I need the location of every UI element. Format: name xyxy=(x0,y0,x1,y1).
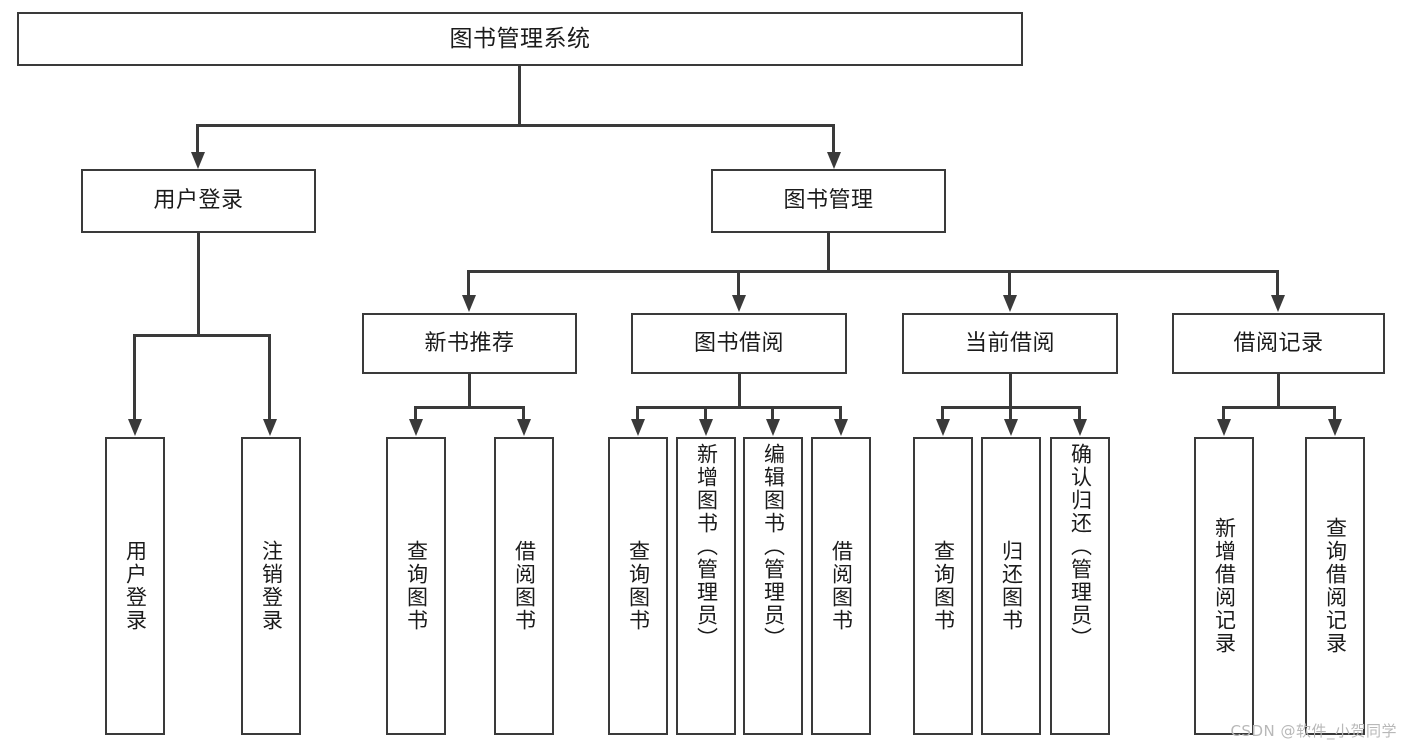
node-root-system[interactable]: 图书管理系统 xyxy=(17,12,1023,66)
node-label: 编辑图书（管理员） xyxy=(761,443,786,650)
leaf-current-return-book[interactable]: 归还图书 xyxy=(981,437,1041,735)
arrow-login-to-leaf-1 xyxy=(263,419,277,436)
connector-login-to-leaf-0 xyxy=(133,334,136,420)
node-user-login[interactable]: 用户登录 xyxy=(81,169,316,233)
node-label: 注销登录 xyxy=(259,540,284,632)
node-new-book-recommend[interactable]: 新书推荐 xyxy=(362,313,577,374)
node-label: 确认归还（管理员） xyxy=(1068,443,1093,650)
connector-root-stem xyxy=(518,66,521,126)
leaf-record-query-record[interactable]: 查询借阅记录 xyxy=(1305,437,1365,735)
node-label: 当前借阅 xyxy=(964,330,1055,356)
arrow-root-to-login xyxy=(191,152,205,169)
connector-bookmgmt-to-l3-0 xyxy=(467,270,470,296)
node-label: 新增图书（管理员） xyxy=(694,443,719,650)
connector-login-stem xyxy=(197,233,200,336)
arrow-root-to-bookmgmt xyxy=(827,152,841,169)
leaf-borrow-query-book[interactable]: 查询图书 xyxy=(608,437,668,735)
leaf-recommend-query-book[interactable]: 查询图书 xyxy=(386,437,446,735)
connector-root-to-login xyxy=(196,124,199,154)
arrow-current-to-leaf-2 xyxy=(1073,419,1087,436)
node-label: 查询图书 xyxy=(931,540,956,632)
connector-recommend-stem xyxy=(468,374,471,408)
leaf-current-confirm-return-admin[interactable]: 确认归还（管理员） xyxy=(1050,437,1110,735)
connector-record-stem xyxy=(1277,374,1280,408)
arrow-current-to-leaf-1 xyxy=(1004,419,1018,436)
leaf-current-query-book[interactable]: 查询图书 xyxy=(913,437,973,735)
leaf-user-login[interactable]: 用户登录 xyxy=(105,437,165,735)
connector-login-to-leaf-1 xyxy=(268,334,271,420)
leaf-recommend-borrow-book[interactable]: 借阅图书 xyxy=(494,437,554,735)
arrow-bookmgmt-to-l3-3 xyxy=(1271,295,1285,312)
leaf-borrow-add-book-admin[interactable]: 新增图书（管理员） xyxy=(676,437,736,735)
connector-recommend-to-leaf-0 xyxy=(414,406,417,420)
leaf-borrow-borrow-book[interactable]: 借阅图书 xyxy=(811,437,871,735)
connector-recommend-to-leaf-1 xyxy=(522,406,525,420)
connector-borrow-to-leaf-2 xyxy=(771,406,774,420)
connector-borrow-bus xyxy=(636,406,842,409)
arrow-record-to-leaf-0 xyxy=(1217,419,1231,436)
connector-bookmgmt-to-l3-1 xyxy=(737,270,740,296)
node-book-management[interactable]: 图书管理 xyxy=(711,169,946,233)
node-label: 查询图书 xyxy=(626,540,651,632)
connector-bookmgmt-to-l3-3 xyxy=(1276,270,1279,296)
connector-current-to-leaf-0 xyxy=(941,406,944,420)
arrow-bookmgmt-to-l3-1 xyxy=(732,295,746,312)
arrow-borrow-to-leaf-1 xyxy=(699,419,713,436)
connector-bookmgmt-bus xyxy=(467,270,1279,273)
connector-current-stem xyxy=(1009,374,1012,408)
connector-current-to-leaf-1 xyxy=(1009,406,1012,420)
node-label: 新书推荐 xyxy=(424,330,515,356)
arrow-current-to-leaf-0 xyxy=(936,419,950,436)
node-label: 查询借阅记录 xyxy=(1323,517,1348,655)
node-current-borrow[interactable]: 当前借阅 xyxy=(902,313,1118,374)
node-label: 图书管理系统 xyxy=(449,25,591,52)
connector-borrow-to-leaf-0 xyxy=(636,406,639,420)
node-label: 新增借阅记录 xyxy=(1212,517,1237,655)
node-borrow-record[interactable]: 借阅记录 xyxy=(1172,313,1385,374)
csdn-watermark: CSDN @软件_小贺同学 xyxy=(1230,722,1397,740)
node-label: 归还图书 xyxy=(999,540,1024,632)
connector-login-bus xyxy=(133,334,271,337)
connector-bookmgmt-stem xyxy=(827,233,830,273)
connector-root-bus xyxy=(196,124,835,127)
connector-record-to-leaf-0 xyxy=(1222,406,1225,420)
node-label: 图书借阅 xyxy=(693,330,784,356)
connector-borrow-stem xyxy=(738,374,741,408)
connector-bookmgmt-to-l3-2 xyxy=(1008,270,1011,296)
node-label: 用户登录 xyxy=(123,540,148,632)
node-label: 图书管理 xyxy=(783,188,874,214)
arrow-borrow-to-leaf-3 xyxy=(834,419,848,436)
connector-borrow-to-leaf-1 xyxy=(704,406,707,420)
leaf-record-add-record[interactable]: 新增借阅记录 xyxy=(1194,437,1254,735)
leaf-borrow-edit-book-admin[interactable]: 编辑图书（管理员） xyxy=(743,437,803,735)
connector-root-to-bookmgmt xyxy=(832,124,835,154)
node-book-borrow[interactable]: 图书借阅 xyxy=(631,313,847,374)
connector-current-to-leaf-2 xyxy=(1078,406,1081,420)
arrow-bookmgmt-to-l3-2 xyxy=(1003,295,1017,312)
connector-borrow-to-leaf-3 xyxy=(839,406,842,420)
arrow-borrow-to-leaf-2 xyxy=(766,419,780,436)
connector-recommend-bus xyxy=(414,406,525,409)
arrow-login-to-leaf-0 xyxy=(128,419,142,436)
node-label: 借阅图书 xyxy=(512,540,537,632)
arrow-recommend-to-leaf-1 xyxy=(517,419,531,436)
node-label: 查询图书 xyxy=(404,540,429,632)
node-label: 借阅图书 xyxy=(829,540,854,632)
connector-record-bus xyxy=(1222,406,1336,409)
arrow-borrow-to-leaf-0 xyxy=(631,419,645,436)
connector-record-to-leaf-1 xyxy=(1333,406,1336,420)
arrow-record-to-leaf-1 xyxy=(1328,419,1342,436)
leaf-logout-login[interactable]: 注销登录 xyxy=(241,437,301,735)
arrow-bookmgmt-to-l3-0 xyxy=(462,295,476,312)
arrow-recommend-to-leaf-0 xyxy=(409,419,423,436)
node-label: 借阅记录 xyxy=(1233,330,1324,356)
node-label: 用户登录 xyxy=(153,188,244,214)
